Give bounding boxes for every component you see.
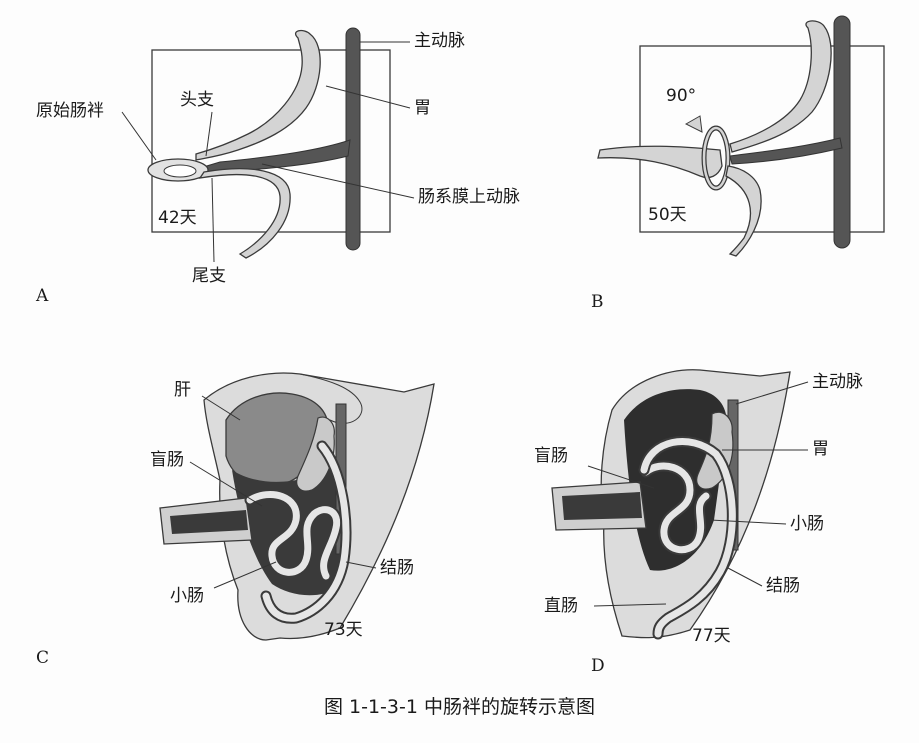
panel-a-drawing [121, 27, 415, 263]
label-cranial-limb: 头支 [180, 90, 214, 110]
label-stomach-d: 胃 [812, 439, 829, 459]
label-cecum-c: 盲肠 [150, 450, 184, 470]
label-liver: 肝 [174, 380, 191, 400]
label-colon-c: 结肠 [380, 558, 414, 578]
label-day-73: 73天 [324, 620, 363, 640]
label-rectum: 直肠 [544, 596, 578, 616]
label-caudal-limb: 尾支 [192, 266, 226, 286]
label-small-intestine-d: 小肠 [790, 514, 824, 534]
label-day-77: 77天 [692, 626, 731, 646]
label-small-intestine-c: 小肠 [170, 586, 204, 606]
panel-b-drawing [597, 15, 885, 257]
label-aorta-a: 主动脉 [414, 31, 465, 51]
figure-caption: 图 1-1-3-1 中肠袢的旋转示意图 [323, 696, 595, 718]
panel-letter-d: D [591, 656, 605, 676]
panel-d-drawing [551, 369, 809, 640]
label-primitive-loop: 原始肠袢 [36, 101, 104, 121]
label-day-42: 42天 [158, 208, 197, 228]
panel-c-drawing [159, 372, 435, 641]
label-cecum-d: 盲肠 [534, 446, 568, 466]
panel-letter-b: B [591, 292, 604, 312]
label-angle: 90° [666, 86, 697, 106]
label-colon-d: 结肠 [766, 576, 800, 596]
panel-letter-c: C [36, 648, 50, 668]
label-day-50: 50天 [648, 205, 687, 225]
panel-letter-a: A [36, 286, 49, 306]
label-stomach-a: 胃 [414, 98, 431, 118]
label-aorta-d: 主动脉 [812, 372, 863, 392]
label-sma: 肠系膜上动脉 [418, 187, 520, 207]
